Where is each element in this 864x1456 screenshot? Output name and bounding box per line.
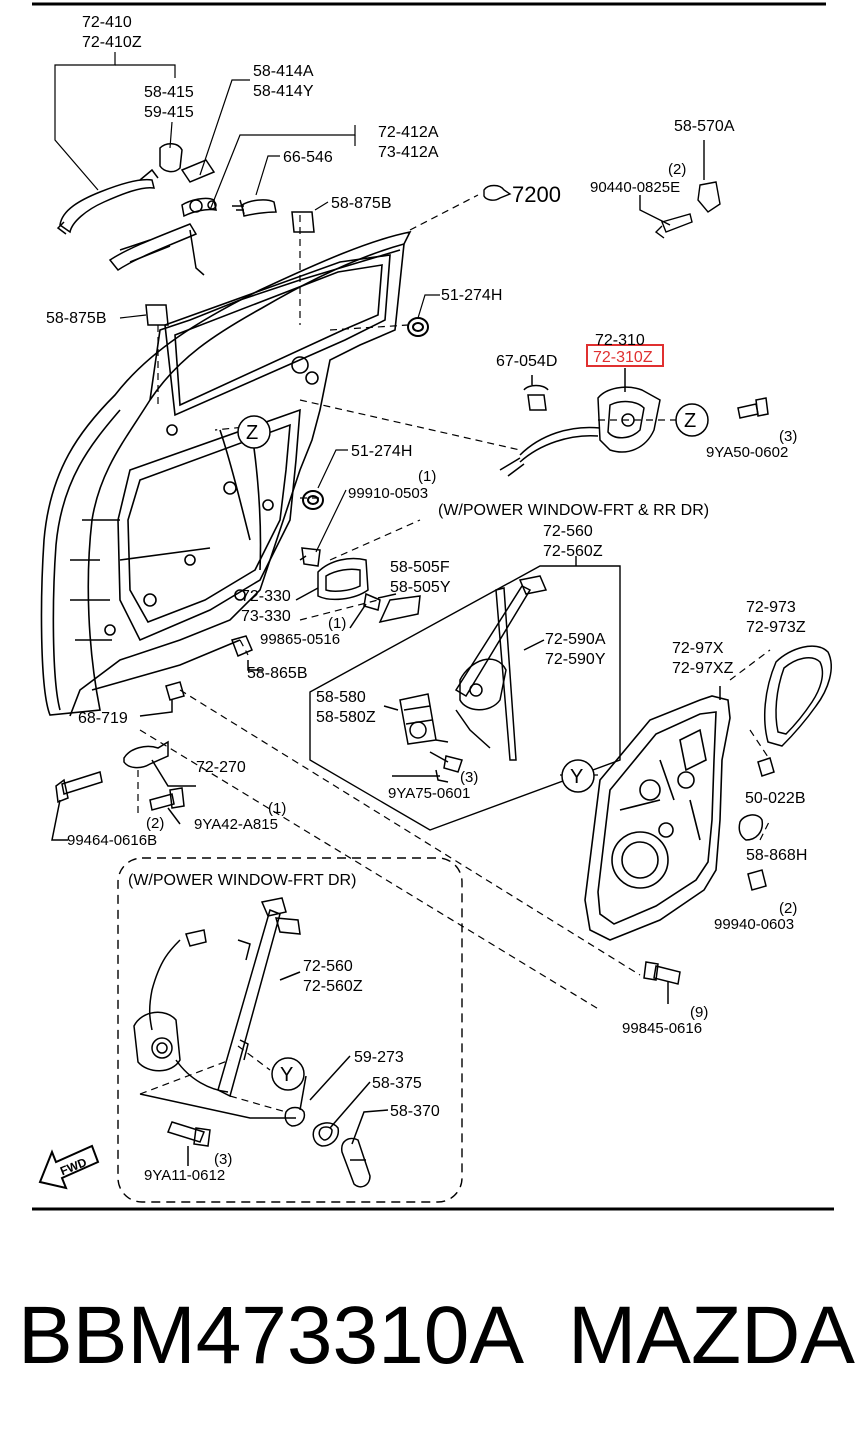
- label-58-865b: 58-865B: [247, 665, 308, 682]
- label-qty-3a: (3): [779, 428, 797, 445]
- label-72-560z-a: 72-560Z: [543, 543, 603, 560]
- label-pw-frt: (W/POWER WINDOW-FRT DR): [128, 872, 356, 889]
- ref-z-2: [675, 403, 709, 437]
- grommets: [302, 317, 429, 510]
- ref-y-2: [271, 1057, 305, 1091]
- label-qty-3b: (3): [460, 769, 478, 786]
- label-99845-0616: 99845-0616: [622, 1020, 702, 1037]
- label-72-560z-b: 72-560Z: [303, 978, 363, 995]
- label-72-560-a: 72-560: [543, 523, 593, 540]
- label-9ya11-0612: 9YA11-0612: [144, 1167, 225, 1184]
- ref-z-1-letter: Z: [246, 422, 258, 444]
- label-9ya42-a815: 9YA42-A815: [194, 816, 278, 833]
- label-qty-1a: (1): [418, 468, 436, 485]
- label-qty-1c: (1): [268, 800, 286, 817]
- label-72-97xz: 72-97XZ: [672, 660, 734, 677]
- fwd-arrow-icon: [38, 1144, 100, 1190]
- label-72-310: 72-310: [595, 332, 645, 349]
- label-72-410: 72-410: [82, 14, 132, 31]
- label-58-875b-top: 58-875B: [331, 195, 392, 212]
- label-73-330: 73-330: [241, 608, 291, 625]
- ref-y-1: [561, 759, 595, 793]
- label-72-412a: 72-412A: [378, 124, 439, 141]
- label-72-310z: 72-310Z: [593, 349, 653, 366]
- label-72-973z: 72-973Z: [746, 619, 806, 636]
- ref-circles: [237, 403, 709, 1091]
- label-9ya50-0602: 9YA50-0602: [706, 444, 788, 461]
- highlight-72-310z: [586, 344, 664, 367]
- labels: 72-410 72-410Z 58-415 59-415 58-414A 58-…: [46, 14, 807, 1184]
- part-number: BBM473310A: [18, 1290, 525, 1381]
- ref-z-1: [237, 415, 271, 449]
- label-58-375: 58-375: [372, 1075, 422, 1092]
- label-59-273: 59-273: [354, 1049, 404, 1066]
- label-qty-2a: (2): [668, 161, 686, 178]
- label-qty-9a: (9): [690, 1004, 708, 1021]
- manual-dashed-leaders: [139, 1045, 287, 1113]
- brand-name: MAZDA: [568, 1290, 855, 1381]
- label-51-274h-b: 51-274H: [351, 443, 412, 460]
- label-qty-2c: (2): [779, 900, 797, 917]
- callout-7200-icon: [483, 184, 512, 201]
- regulator-power-box: [309, 556, 621, 831]
- label-72-560-b: 72-560: [303, 958, 353, 975]
- label-72-410z: 72-410Z: [82, 34, 142, 51]
- label-66-546: 66-546: [283, 149, 333, 166]
- label-58-415: 58-415: [144, 84, 194, 101]
- label-99910-0503: 99910-0503: [348, 485, 428, 502]
- label-51-274h-a: 51-274H: [441, 287, 502, 304]
- label-qty-3c: (3): [214, 1151, 232, 1168]
- bezel-72-330: [295, 547, 421, 629]
- label-72-973: 72-973: [746, 599, 796, 616]
- label-99940-0603: 99940-0603: [714, 916, 794, 933]
- label-90440: 90440-0825E: [590, 179, 680, 196]
- label-72-270: 72-270: [196, 759, 246, 776]
- outer-handle: [56, 143, 315, 326]
- label-58-875b-left: 58-875B: [46, 310, 107, 327]
- regulator-manual: [133, 897, 389, 1188]
- label-58-580: 58-580: [316, 689, 366, 706]
- label-99865-0516: 99865-0516: [260, 631, 340, 648]
- trim-72-973: [764, 645, 832, 747]
- label-58-868h: 58-868H: [746, 847, 807, 864]
- label-58-414y: 58-414Y: [253, 83, 314, 100]
- small-parts-right: [643, 686, 775, 1004]
- ref-y-2-letter: Y: [280, 1064, 293, 1086]
- regulator-power: [383, 575, 548, 783]
- label-58-570a: 58-570A: [674, 118, 735, 135]
- door-module-carrier: [584, 695, 731, 941]
- ref-y-1-letter: Y: [570, 766, 583, 788]
- label-58-414a: 58-414A: [253, 63, 314, 80]
- leaders-top-left: [54, 52, 440, 553]
- label-qty-2b: (2): [146, 815, 164, 832]
- label-67-054d: 67-054D: [496, 353, 557, 370]
- label-qty-1b: (1): [328, 615, 346, 632]
- label-72-590a: 72-590A: [545, 631, 606, 648]
- label-58-580z: 58-580Z: [316, 709, 376, 726]
- clip-58-570a: [639, 140, 721, 239]
- ref-z-2-letter: Z: [684, 410, 696, 432]
- label-72-330: 72-330: [241, 588, 291, 605]
- label-58-505f: 58-505F: [390, 559, 450, 576]
- small-parts-left: [51, 635, 262, 841]
- label-58-505y: 58-505Y: [390, 579, 451, 596]
- manual-window-box: [117, 857, 463, 1203]
- label-68-719: 68-719: [78, 710, 128, 727]
- door-shell: [40, 230, 412, 717]
- label-72-590y: 72-590Y: [545, 651, 606, 668]
- label-73-412a: 73-412A: [378, 144, 439, 161]
- label-50-022b: 50-022B: [745, 790, 806, 807]
- label-72-97x: 72-97X: [672, 640, 724, 657]
- label-99464-0616b: 99464-0616B: [67, 832, 157, 849]
- label-9ya75-0601: 9YA75-0601: [388, 785, 470, 802]
- label-7200: 7200: [512, 182, 561, 207]
- label-pw-frt-rr: (W/POWER WINDOW-FRT & RR DR): [438, 502, 709, 519]
- label-59-415: 59-415: [144, 104, 194, 121]
- inner-handle-72-310: [499, 368, 769, 477]
- label-58-370: 58-370: [390, 1103, 440, 1120]
